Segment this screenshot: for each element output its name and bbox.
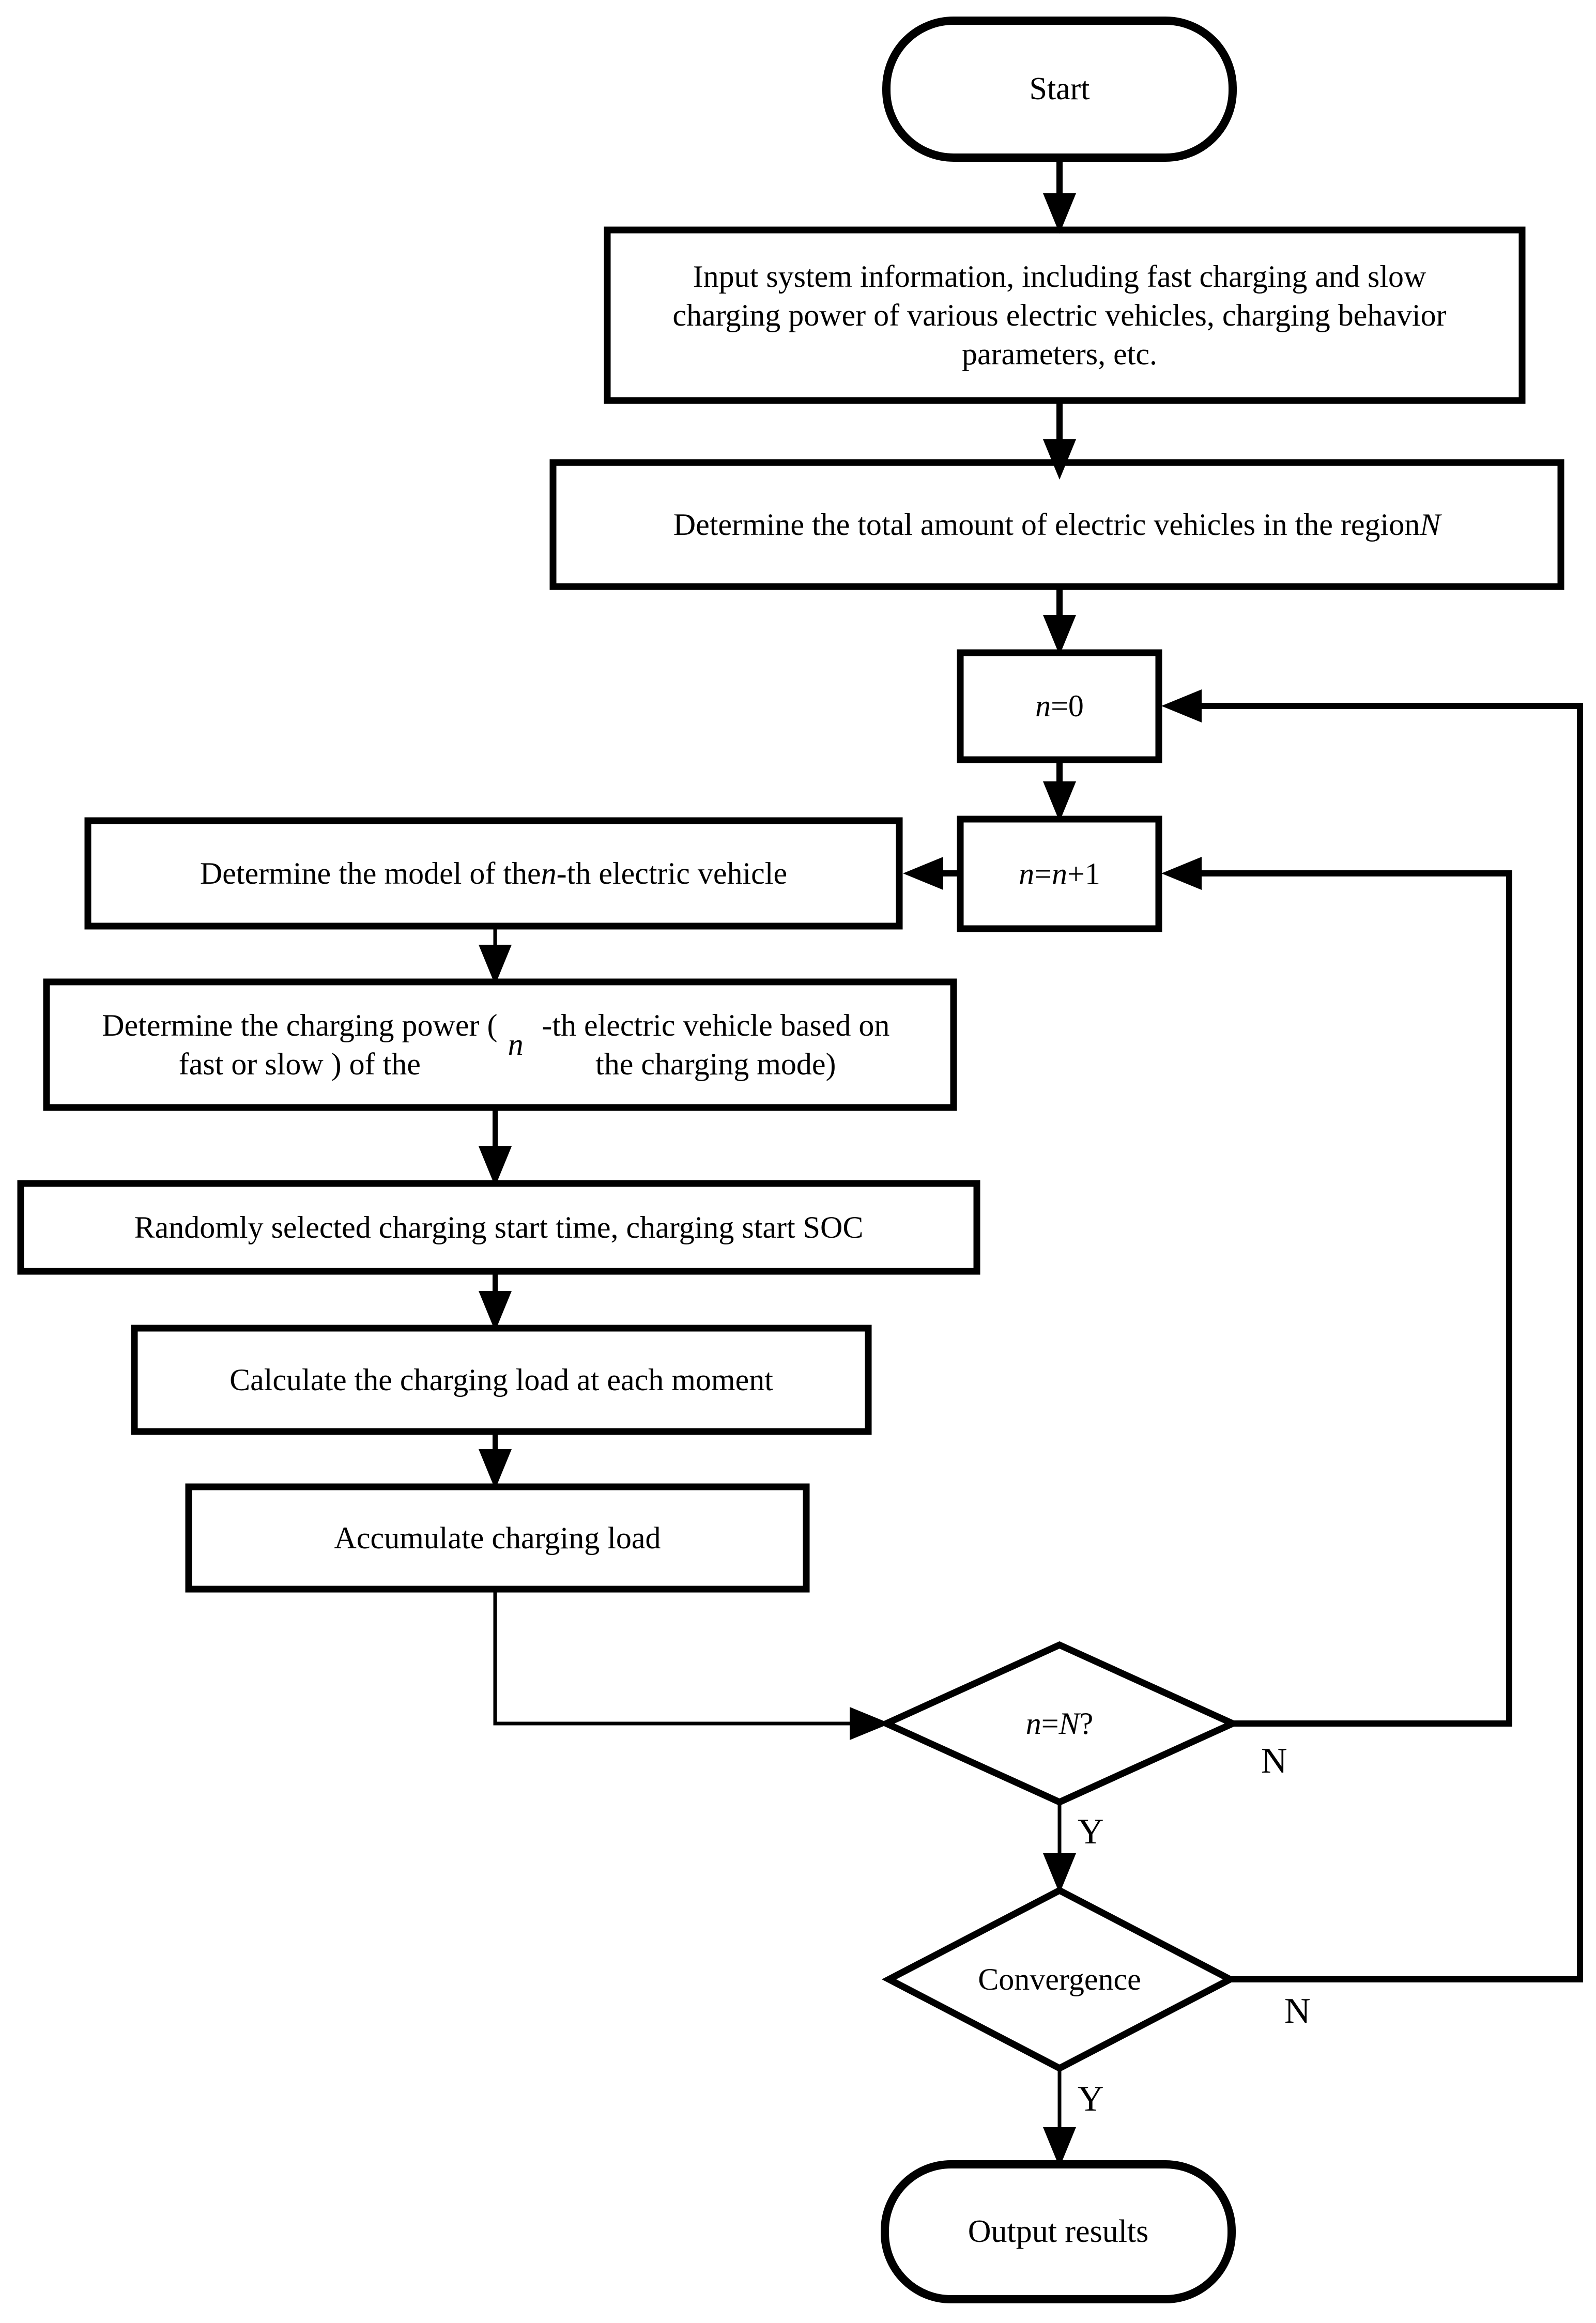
branch-label-check-n-no: N bbox=[1261, 1741, 1287, 1781]
arrowhead-random-calc bbox=[479, 1291, 512, 1331]
arrowhead-total-ninit bbox=[1043, 615, 1076, 655]
start-terminator-shape bbox=[882, 17, 1237, 162]
arrowhead-nincrement-model bbox=[903, 857, 943, 890]
check-n-label: n=N? bbox=[1025, 1706, 1094, 1741]
arrowhead-calc-accumulate bbox=[479, 1449, 512, 1489]
total-ev-shape bbox=[549, 459, 1564, 590]
convergence-label: Convergence bbox=[978, 1962, 1141, 1996]
arrowhead-accumulate-checkn bbox=[850, 1707, 890, 1740]
arrowhead-power-random bbox=[479, 1146, 512, 1187]
input-info-shape bbox=[604, 226, 1526, 404]
arrowhead-checkn-no-loop bbox=[1161, 857, 1202, 890]
n-increment-label: n=n+1 bbox=[1019, 856, 1100, 891]
branch-label-check-n-yes: Y bbox=[1078, 1812, 1104, 1852]
branch-label-convergence-no: N bbox=[1284, 1991, 1311, 2031]
input-info-label: Input system information, including fast… bbox=[672, 259, 1447, 371]
model-label: Determine the model of the n-th electric… bbox=[199, 856, 788, 890]
calc-load-label: Calculate the charging load at each mome… bbox=[229, 1362, 773, 1397]
charging-power-shape bbox=[43, 978, 957, 1111]
random-start-shape bbox=[17, 1180, 980, 1275]
n-increment-shape bbox=[957, 816, 1162, 932]
output-terminator-shape bbox=[881, 2160, 1236, 2303]
random-start-label: Randomly selected charging start time, c… bbox=[134, 1210, 864, 1244]
charging-power-label: Determine the charging power ( fast or s… bbox=[102, 1008, 890, 1081]
arrowhead-model-power bbox=[479, 945, 512, 985]
n-init-label: n=0 bbox=[1035, 689, 1084, 723]
arrowhead-convergence-output bbox=[1043, 2127, 1076, 2167]
arrowhead-start-input bbox=[1043, 193, 1076, 234]
accumulate-shape bbox=[185, 1483, 810, 1593]
edge-convergence-no-loop bbox=[1199, 703, 1583, 1982]
accumulate-label: Accumulate charging load bbox=[334, 1520, 661, 1555]
edge-checkn-no-loop bbox=[1199, 870, 1512, 1727]
edge-accumulate-checkn bbox=[493, 1588, 853, 1726]
arrowhead-convergence-no-loop bbox=[1161, 689, 1202, 722]
branch-label-convergence-yes: Y bbox=[1078, 2079, 1104, 2119]
check-n-diamond-shape bbox=[878, 1641, 1241, 1806]
arrowhead-ninit-nincrement bbox=[1043, 781, 1076, 822]
arrowhead-input-total bbox=[1043, 439, 1076, 480]
total-ev-label: Determine the total amount of electric v… bbox=[673, 507, 1441, 542]
calc-load-shape bbox=[131, 1325, 872, 1435]
start-node-label: Start bbox=[1029, 71, 1090, 106]
output-node-label: Output results bbox=[968, 2213, 1149, 2249]
model-shape bbox=[84, 817, 903, 930]
convergence-diamond-shape bbox=[881, 1886, 1238, 2072]
arrowhead-checkn-convergence bbox=[1043, 1853, 1076, 1894]
